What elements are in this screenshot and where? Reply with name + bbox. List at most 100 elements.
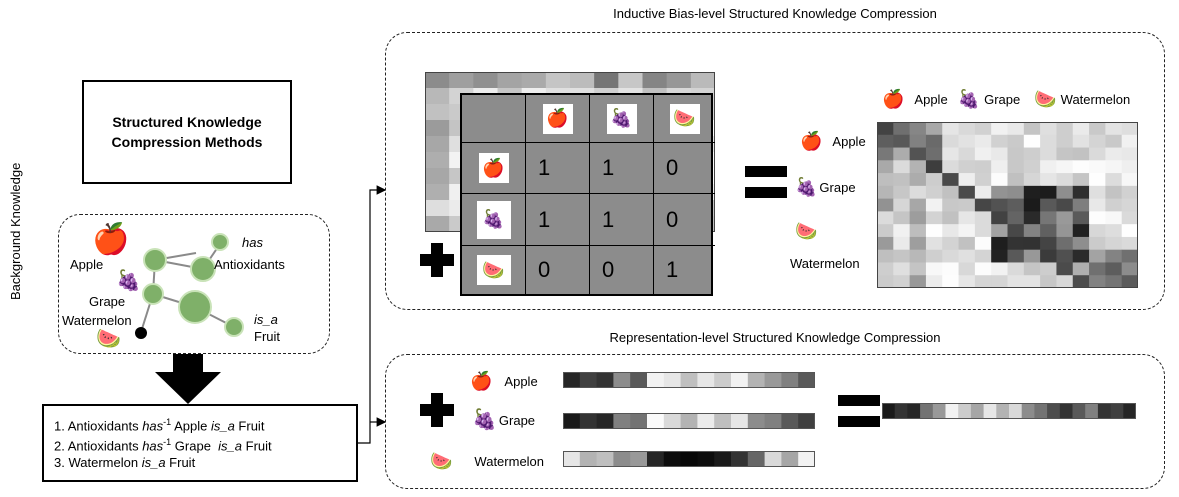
heatmap-cell [1040, 173, 1057, 187]
heatmap-cell [1089, 185, 1106, 200]
rep-label-watermelon: 🍉 Watermelon [430, 451, 545, 471]
watermelon-icon: 🍉 [476, 255, 511, 285]
vector-cell [579, 372, 598, 388]
apple-icon: 🍎 [478, 153, 509, 183]
heatmap-cell [1072, 224, 1090, 238]
vector-cell [983, 403, 997, 419]
vector-cell [894, 403, 908, 419]
heatmap-cell [1089, 249, 1106, 263]
heatmap-cell [1040, 262, 1057, 276]
heatmap-cell [974, 249, 992, 263]
plus-operator-icon [420, 393, 454, 427]
heatmap-cell [942, 198, 960, 212]
compressed-embedding-vector [882, 403, 1136, 419]
vector-cell [747, 413, 766, 429]
heatmap-cell [909, 224, 927, 238]
equals-operator-icon [838, 395, 880, 427]
heatmap-cell [1056, 249, 1074, 263]
heatmap-cell [1072, 262, 1090, 276]
watermelon-embedding-vector [563, 451, 815, 467]
vector-cell [663, 372, 682, 388]
heatmap-cell [877, 224, 894, 238]
heatmap-cell [1105, 134, 1123, 149]
vector-cell [731, 413, 749, 429]
watermelon-icon: 🍉 [96, 328, 121, 350]
vector-cell [882, 403, 896, 419]
heatmap-cell [925, 185, 943, 200]
representation-title: Representation-level Structured Knowledg… [609, 330, 941, 345]
heatmap-cell [425, 88, 450, 105]
heatmap-cell [974, 275, 992, 288]
vector-cell [613, 413, 631, 429]
heatmap-cell [1023, 211, 1041, 225]
heatmap-cell [497, 72, 523, 89]
heatmap-cell [1072, 249, 1090, 263]
heatmap-cell [991, 224, 1008, 238]
vector-cell [747, 372, 766, 388]
vector-cell [945, 403, 959, 419]
grape-icon: 🍇 [116, 270, 141, 292]
heatmap-cell [925, 275, 943, 288]
heatmap-cell [925, 173, 943, 187]
heatmap-cell [877, 275, 894, 288]
watermelon-icon: 🍉 [795, 221, 818, 241]
heatmap-cell [1105, 236, 1123, 251]
vector-cell [764, 413, 782, 429]
knowledge-path: 1. Antioxidants has-1 Apple is_a Fruit [54, 417, 265, 434]
heatmap-cell [958, 173, 976, 187]
vector-cell [613, 451, 631, 467]
graph-node-fruit-hub [178, 290, 212, 324]
heatmap-cell [1023, 249, 1041, 263]
vector-border [882, 403, 1136, 419]
heatmap-cell [909, 122, 927, 136]
heatmap-cell [1089, 198, 1106, 212]
graph-node-apple [143, 248, 167, 272]
knowledge-paths-box: 1. Antioxidants has-1 Apple is_a Fruit 2… [42, 404, 358, 482]
vector-cell [1072, 403, 1086, 419]
heatmap-cell [1056, 160, 1074, 174]
vector-cell [764, 451, 782, 467]
matrix-col-header: 🍉 [654, 95, 715, 143]
legend-label-watermelon: Watermelon [1060, 91, 1131, 107]
matrix-row-header: 🍉 [462, 246, 526, 294]
matrix-cell: 0 [526, 246, 590, 294]
heatmap-cell [1023, 122, 1041, 136]
vector-cell [907, 403, 921, 419]
heatmap-cell [1007, 147, 1025, 161]
graph-label-apple: Apple [70, 257, 104, 272]
matrix-cell: 0 [654, 194, 715, 246]
heatmap-cell [1040, 275, 1057, 288]
heatmap-cell [449, 72, 474, 89]
heatmap-cell [925, 134, 943, 149]
heatmap-cell [1056, 262, 1074, 276]
heatmap-cell [1007, 160, 1025, 174]
graph-label-watermelon: Watermelon [62, 313, 132, 328]
heatmap-cell [958, 198, 976, 212]
heatmap-cell [925, 262, 943, 276]
heatmap-cell [925, 147, 943, 161]
heatmap-cell [925, 211, 943, 225]
heatmap-cell [991, 211, 1008, 225]
heatmap-cell [1007, 211, 1025, 225]
vector-cell [1009, 403, 1023, 419]
heatmap-cell [1072, 211, 1090, 225]
legend-label-grape: Grape [984, 91, 1021, 107]
heatmap-cell [1023, 198, 1041, 212]
vector-cell [697, 372, 715, 388]
graph-label-has: has [242, 235, 263, 250]
heatmap-cell [942, 262, 960, 276]
heatmap-cell [974, 198, 992, 212]
heatmap-cell [942, 275, 960, 288]
inductive-bias-title: Inductive Bias-level Structured Knowledg… [613, 6, 937, 21]
row-label-grape: 🍇 Grape [795, 177, 856, 197]
heatmap-cell [893, 198, 911, 212]
vector-cell [996, 403, 1010, 419]
vector-cell [563, 413, 581, 429]
heatmap-cell [1121, 236, 1138, 251]
heatmap-cell [1105, 211, 1123, 225]
vector-cell [596, 451, 614, 467]
matrix-corner [462, 95, 526, 143]
legend: 🍎 Apple 🍇 Grape 🍉 Watermelon [882, 90, 1130, 108]
apple-icon: 🍎 [800, 131, 823, 151]
heatmap-cell [877, 211, 894, 225]
